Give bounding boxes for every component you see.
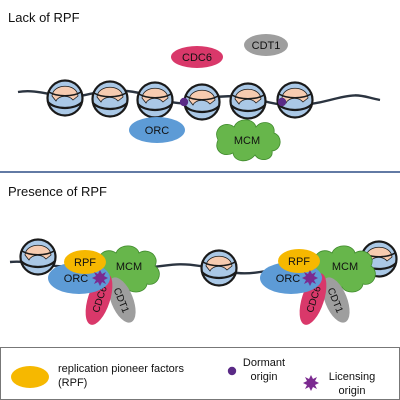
- cdc6-protein: CDC6: [299, 273, 327, 325]
- cdt1-protein-top: CDT1: [244, 34, 288, 56]
- legend-licensing-line2: origin: [339, 385, 366, 397]
- licensing-origin-legend-star: [303, 375, 319, 391]
- legend-licensing-line1: Licensing: [329, 371, 375, 383]
- legend-dormant-origin: Dormant origin: [227, 357, 285, 383]
- mcm-protein-top: MCM: [216, 119, 281, 162]
- licensing-origin-star: [92, 270, 108, 286]
- rpf-label: RPF: [74, 257, 96, 269]
- cdc6-label: CDC6: [182, 52, 212, 64]
- dormant-origin-marker: [277, 97, 287, 107]
- orc-label: ORC: [145, 125, 170, 137]
- cdt1-protein: CDT1: [108, 277, 136, 323]
- cdc6-protein-top: CDC6: [171, 46, 223, 68]
- nucleosome-icon: [229, 82, 267, 120]
- top-panel: Lack of RPF CDC6 CDT1 ORC MCM: [8, 10, 381, 162]
- nucleosome-icon: [200, 249, 238, 287]
- licensing-complex-left: MCM CDT1 CDC6 ORC RPF: [48, 245, 160, 325]
- legend-rpf: replication pioneer factors (RPF): [11, 363, 184, 389]
- orc-label: ORC: [276, 273, 301, 285]
- legend-box: [0, 347, 400, 400]
- rpf-label: RPF: [288, 256, 310, 268]
- nucleosome-icon: [183, 83, 221, 121]
- mcm-label: MCM: [332, 261, 358, 273]
- mcm-label: MCM: [234, 135, 260, 147]
- legend-rpf-line2: (RPF): [58, 377, 87, 389]
- legend-licensing-origin: Licensing origin: [303, 371, 375, 397]
- cdt1-label: CDT1: [252, 40, 281, 52]
- nucleosome-icon: [19, 238, 57, 276]
- nucleosome-icon: [46, 79, 84, 117]
- bottom-panel: Presence of RPF MCM CDT1 CDC6 ORC: [8, 184, 398, 325]
- nucleosome-icon: [91, 80, 129, 118]
- rpf-legend-swatch: [11, 366, 49, 388]
- legend-dormant-line1: Dormant: [243, 357, 285, 369]
- nucleosome-icon: [136, 81, 174, 119]
- dormant-origin-legend-marker: [227, 366, 237, 376]
- mcm-label: MCM: [116, 261, 142, 273]
- cdt1-protein: CDT1: [322, 277, 350, 323]
- bottom-panel-title: Presence of RPF: [8, 184, 107, 199]
- licensing-complex-right: MCM CDT1 CDC6 ORC RPF: [260, 245, 376, 325]
- legend-rpf-line1: replication pioneer factors: [58, 363, 184, 375]
- licensing-origin-star: [302, 270, 318, 286]
- orc-protein-top: ORC: [129, 117, 185, 143]
- orc-label: ORC: [64, 273, 89, 285]
- top-panel-title: Lack of RPF: [8, 10, 80, 25]
- legend-dormant-line2: origin: [251, 371, 278, 383]
- rpf-protein: RPF: [64, 250, 106, 274]
- rpf-protein: RPF: [278, 249, 320, 273]
- dormant-origin-marker: [179, 97, 189, 107]
